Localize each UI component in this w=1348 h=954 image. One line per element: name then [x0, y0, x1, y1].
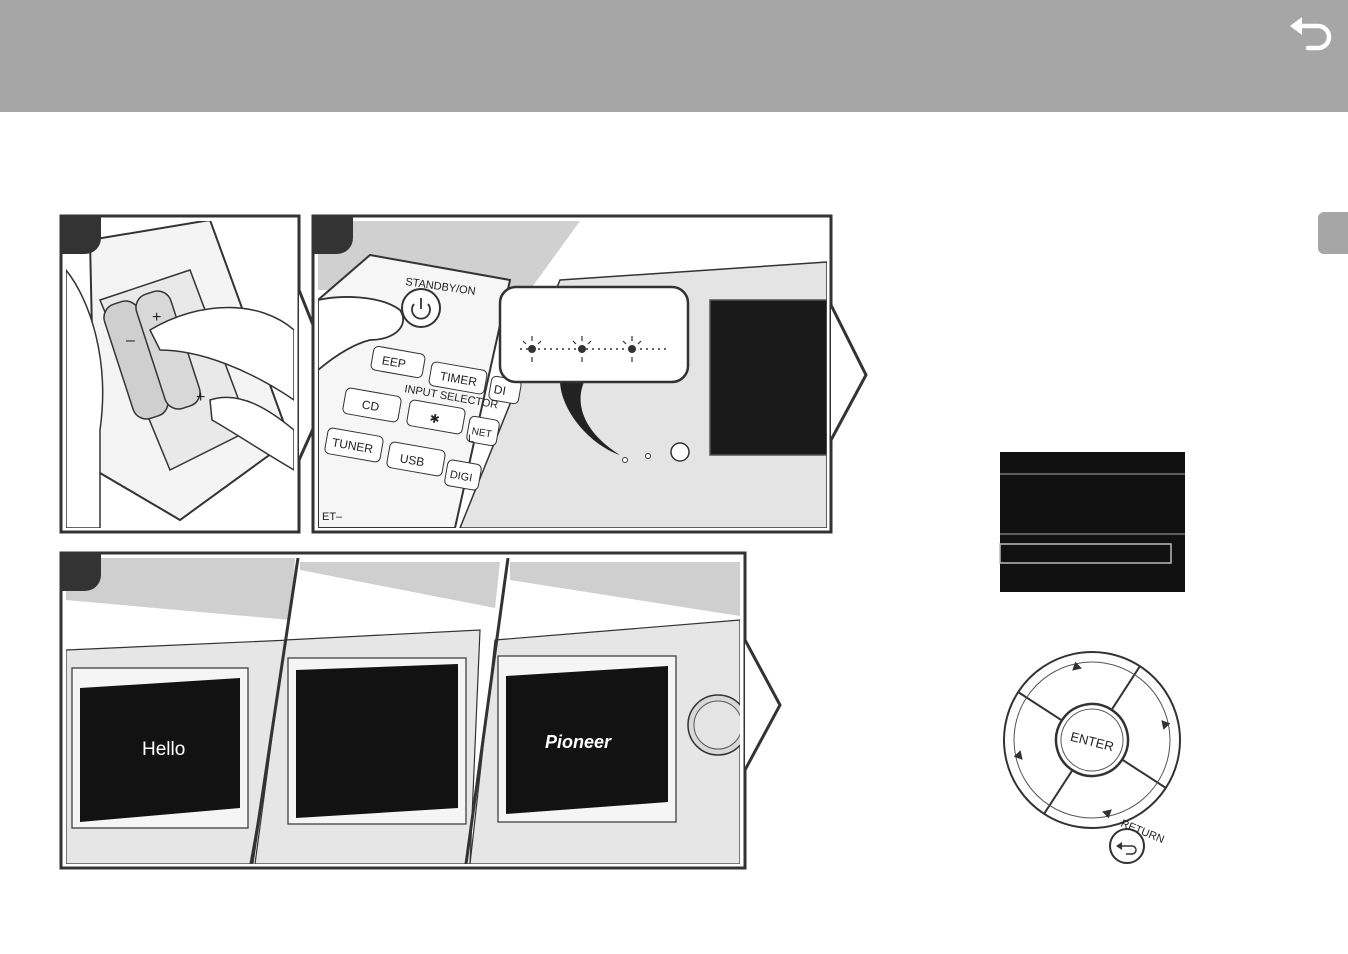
l-label: L — [468, 433, 474, 445]
power-icon — [411, 298, 431, 320]
header-bar — [0, 0, 1348, 112]
net-button-label: NET — [471, 426, 493, 440]
cursor-pad: ENTER RETURN — [1003, 651, 1181, 864]
left-arrow-icon[interactable] — [1013, 750, 1023, 761]
di-button-label: DI — [493, 382, 507, 398]
usb-button-label: USB — [399, 451, 426, 469]
step1-panel: + – + — [59, 214, 337, 534]
remote-button-grid: EEP TIMER DI INPUT SELECTOR CD ✱ NET TUN… — [322, 345, 522, 523]
pioneer-logo: Pioneer — [545, 732, 612, 752]
step1-corner-marker — [61, 216, 101, 254]
hello-message: Hello — [142, 739, 185, 760]
digi-button-label: DIGI — [449, 469, 473, 485]
return-arrow-icon[interactable] — [1288, 14, 1334, 54]
indicator-callout — [498, 285, 690, 384]
svg-text:✱: ✱ — [429, 411, 441, 427]
step3-panel: Hello Pioneer — [59, 551, 782, 870]
return-icon — [1120, 845, 1137, 855]
battery-plus-sign-2: + — [196, 389, 205, 406]
cd-button-label: CD — [361, 397, 381, 414]
set-label: ET– — [322, 511, 343, 523]
selected-menu-row — [999, 543, 1172, 564]
step2-panel: STANDBY/ON EEP TIMER DI INPUT SELECTOR C… — [311, 214, 868, 534]
right-arrow-icon[interactable] — [1161, 718, 1171, 730]
sleep-button-label: EEP — [381, 353, 407, 371]
timer-button-label: TIMER — [439, 369, 479, 389]
display-screen-3 — [506, 666, 668, 814]
up-arrow-icon[interactable] — [1070, 661, 1082, 671]
step3-corner-marker — [61, 553, 101, 591]
step2-corner-marker — [313, 216, 353, 254]
language-side-tab[interactable] — [1318, 212, 1348, 254]
enter-button[interactable] — [1049, 697, 1134, 782]
battery-plus-sign-1: + — [152, 309, 161, 326]
blinking-indicators — [520, 336, 668, 362]
battery-minus-sign: – — [126, 332, 135, 349]
setup-screen-mockup — [999, 452, 1185, 592]
down-arrow-icon[interactable] — [1102, 809, 1113, 819]
display-screen-2 — [296, 664, 458, 818]
display-screen-1 — [80, 678, 240, 822]
